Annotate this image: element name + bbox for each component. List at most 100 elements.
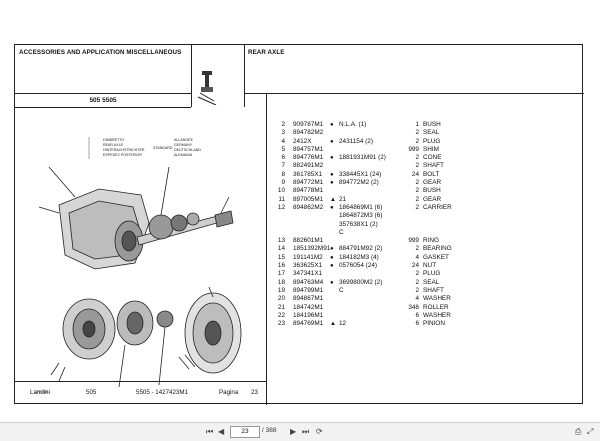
quantity: 4: [415, 295, 419, 303]
part-note: C: [339, 228, 344, 236]
part-note: 884791M92 (2): [339, 245, 383, 253]
part-number: 882601M1: [293, 237, 324, 245]
note-symbol: ●: [330, 180, 334, 187]
legend-right-2: GERMANY: [174, 143, 193, 147]
description: GEAR: [423, 179, 442, 187]
footer-page-label: Pagina: [219, 389, 239, 396]
part-number: 894782M2: [293, 129, 324, 137]
quantity: 2: [415, 286, 419, 294]
description: BUSH: [423, 121, 441, 128]
note-symbol: ●: [330, 254, 334, 261]
page-number-input[interactable]: 23: [230, 426, 260, 438]
part-number: 897005M1: [293, 195, 324, 203]
quantity: 2: [415, 270, 419, 278]
grease-fitting-icon: [197, 71, 217, 105]
legend-left-3: HINTERACHSTRICHTER: [103, 148, 145, 152]
page-title: REAR AXLE: [248, 49, 285, 56]
next-page-icon[interactable]: ▶: [290, 427, 297, 436]
header-right-divider: [244, 93, 584, 94]
part-number: 894772M1: [293, 179, 324, 187]
last-page-icon[interactable]: ⏭: [302, 427, 310, 436]
part-note: 1881931M91 (2): [339, 154, 386, 162]
part-note: 21: [339, 195, 347, 203]
item-number: 22: [277, 311, 285, 319]
description: PLUG: [423, 270, 441, 278]
note-symbol: ●: [330, 138, 334, 145]
note-symbol: ●: [330, 246, 334, 253]
total-pages: / 388: [262, 427, 277, 434]
part-number: 894769M1: [293, 320, 324, 328]
part-note: 2431154 (2): [339, 137, 373, 145]
part-note: 1864869M1 (6): [339, 203, 383, 211]
item-number: 4: [281, 137, 285, 145]
part-number: 894867M1: [293, 295, 324, 303]
quantity: 2: [415, 179, 419, 187]
fullscreen-icon[interactable]: ⤢: [587, 427, 594, 436]
part-number: 894763M4: [293, 278, 324, 286]
quantity: 999: [408, 237, 419, 245]
refresh-icon[interactable]: ⟳: [316, 427, 323, 436]
previous-page-icon[interactable]: ◀: [218, 427, 225, 436]
part-number: 2412X: [293, 137, 312, 145]
description: WASHER: [423, 311, 451, 319]
part-note: 357638X1 (2): [339, 220, 378, 228]
drawing-reference: 178 / 96: [35, 390, 48, 394]
part-note: N.L.A. (1): [339, 121, 367, 128]
description: CARRIER: [423, 203, 452, 211]
part-note: 338445X1 (24): [339, 170, 382, 178]
part-number: 184196M1: [293, 311, 324, 319]
item-number: 23: [277, 320, 285, 328]
item-number: 6: [281, 154, 285, 162]
note-symbol: ●: [330, 279, 334, 286]
item-number: 14: [277, 245, 285, 253]
parts-row: C: [273, 229, 578, 237]
part-note: 12: [339, 320, 347, 328]
part-number: 894776M1: [293, 154, 324, 162]
item-number: 20: [277, 295, 285, 303]
legend-right-3: DEUTSCHLAND: [174, 148, 201, 152]
footer-divider: [15, 381, 266, 382]
item-number: 9: [281, 179, 285, 187]
print-icon[interactable]: ⎙: [575, 427, 582, 436]
part-number: 894757M1: [293, 145, 324, 153]
legend-left-4: ESPEDEZ POSTERIOR: [103, 153, 142, 157]
item-number: 12: [277, 203, 285, 211]
part-number: 363625X1: [293, 262, 323, 270]
part-number: 894862M2: [293, 203, 324, 211]
footer-reference: 5505 - 1427423M1: [136, 389, 188, 396]
quantity: 348: [408, 303, 419, 311]
legend-left-2: REAR AXLE: [103, 143, 124, 147]
parts-row: 357638X1 (2): [273, 221, 578, 229]
description: PLUG: [423, 137, 441, 145]
quantity: 2: [415, 203, 419, 211]
note-symbol: ●: [330, 122, 334, 128]
model-divider: [15, 107, 191, 108]
first-page-icon[interactable]: ⏮: [206, 427, 214, 436]
part-note: C: [339, 286, 344, 294]
item-number: 13: [277, 237, 285, 245]
part-number: 894799M1: [293, 286, 324, 294]
quantity: 2: [415, 154, 419, 162]
note-symbol: ▲: [330, 321, 336, 328]
pdf-viewer-toolbar: ⏮ ◀ 23 / 388 ▶ ⏭ ⟳ ⎙ ⤢: [0, 422, 600, 441]
description: BUSH: [423, 187, 441, 195]
item-number: 15: [277, 253, 285, 261]
quantity: 24: [411, 262, 419, 270]
quantity: 2: [415, 195, 419, 203]
description: BEARING: [423, 245, 452, 253]
part-note: 0576054 (24): [339, 262, 378, 270]
part-note: 3699800M2 (2): [339, 278, 383, 286]
quantity: 2: [415, 278, 419, 286]
legend-right-1: ALLANGEE: [174, 138, 194, 142]
part-number: 894778M1: [293, 187, 324, 195]
part-number: 882491M2: [293, 162, 324, 170]
